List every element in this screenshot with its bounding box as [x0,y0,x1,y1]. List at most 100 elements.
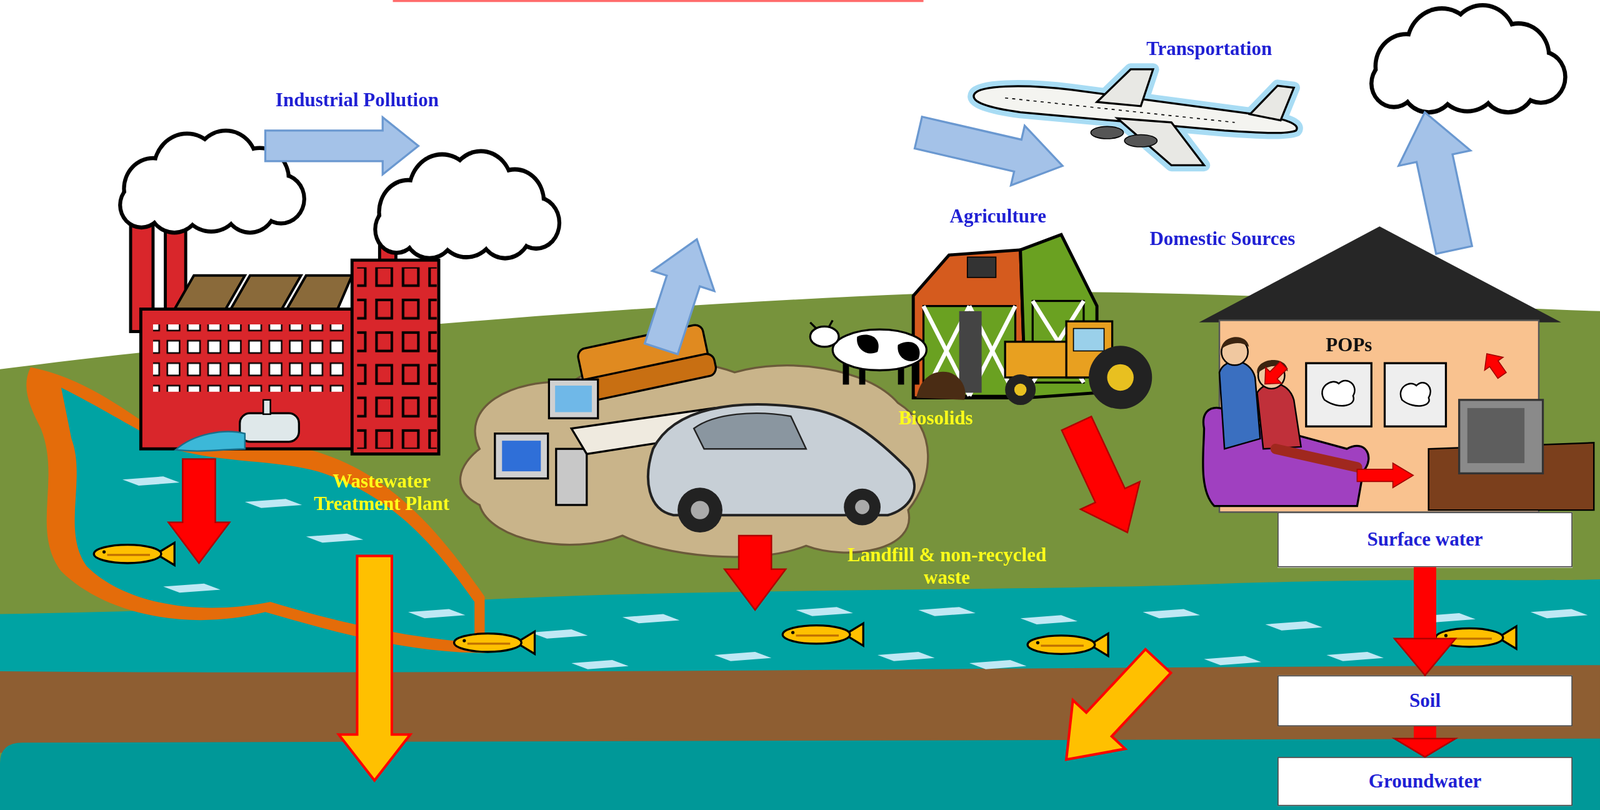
water-ripples [245,498,302,509]
discharge-arrow [1046,409,1157,547]
tractor [1005,321,1152,409]
house [1198,226,1594,512]
landfill [460,360,928,557]
water-ripples [1020,615,1078,625]
cow [810,320,833,329]
air-emission-arrow [265,102,1490,359]
water-ripples [163,583,220,594]
airplane [1005,98,1235,123]
infiltration-arrow [1040,636,1185,784]
cow [810,320,927,385]
airplane [1124,134,1157,147]
landfill [843,488,881,526]
compartment-box: Groundwater [1277,756,1573,806]
cow [832,329,927,370]
water-ripples [714,651,772,662]
title-rule [393,0,924,2]
text-label: Biosolids [898,406,974,430]
tractor [1106,364,1134,391]
infiltration-arrow [338,556,1185,785]
house [1275,448,1358,467]
landfill [555,385,592,412]
flow-arrow [1394,726,1456,757]
water-ripples [969,660,1027,670]
landfill [501,440,541,472]
infiltration-arrow [338,556,410,781]
compartment-box: Soil [1277,675,1573,727]
house [1459,400,1544,474]
water-ripples [122,476,180,486]
discharge-arrow [724,535,786,610]
water-ripples [1530,608,1588,619]
box-text: Surface water [1366,528,1483,552]
fish [454,631,535,654]
tractor [1005,374,1036,405]
box-text: Soil [1409,689,1441,712]
fish [93,542,175,565]
cow [913,361,920,385]
arrow-shaft [1413,726,1437,739]
water-ripples [571,660,629,670]
air-emission-arrow [630,229,728,360]
air-emission-arrow [1388,104,1490,258]
text-label: Wastewater Treatment Plant [305,470,459,515]
airplane [1250,85,1294,120]
air-emission-arrow [911,102,1070,196]
compartment-box: Surface water [1277,511,1573,567]
landfill [855,500,870,515]
manure-pile [916,371,965,400]
factory [351,260,439,454]
water-ripples [530,629,588,639]
grass-land [0,291,1600,810]
factory [263,400,270,415]
water-ripples [408,608,465,619]
fish [782,623,864,646]
airplane [1117,118,1205,165]
airplane [1090,126,1124,139]
box-text: Groundwater [1368,770,1482,793]
tractor [1014,383,1027,397]
tractor [1073,328,1105,352]
water-ripples [1326,651,1384,662]
landfill [548,379,598,419]
house [1306,363,1372,427]
groundwater-band [0,738,1600,810]
arrow-head [1394,738,1456,757]
sky-cloud [1369,3,1568,115]
water-ripples [1204,656,1262,666]
fish [1435,626,1517,649]
house [1400,382,1431,406]
house [1321,380,1355,406]
house [1219,361,1260,449]
small-red-arrow [1477,347,1512,382]
water-ripples [1418,613,1475,623]
landfill [495,433,549,479]
water-ripples [306,533,364,544]
text-label: Agriculture [949,205,1047,228]
air-emission-arrow [265,117,419,175]
smoke-cloud [373,148,562,260]
factory [240,413,300,442]
barn [959,311,982,394]
text-label: Industrial Pollution [275,88,439,112]
landfill [677,487,723,533]
discharge-arrow [168,459,230,564]
small-red-arrow [1256,357,1292,392]
factory [140,309,357,450]
cow [810,326,839,347]
factory [153,324,347,392]
water-ripples [877,651,935,662]
factory [175,431,245,452]
airplane [1096,69,1154,107]
cow [897,341,920,362]
text-label: Domestic Sources [1149,227,1295,250]
small-red-arrow [1256,347,1512,489]
fish [1027,633,1109,657]
factory [356,267,437,450]
water-ripples [918,606,975,617]
small-red-arrow [1356,463,1414,488]
